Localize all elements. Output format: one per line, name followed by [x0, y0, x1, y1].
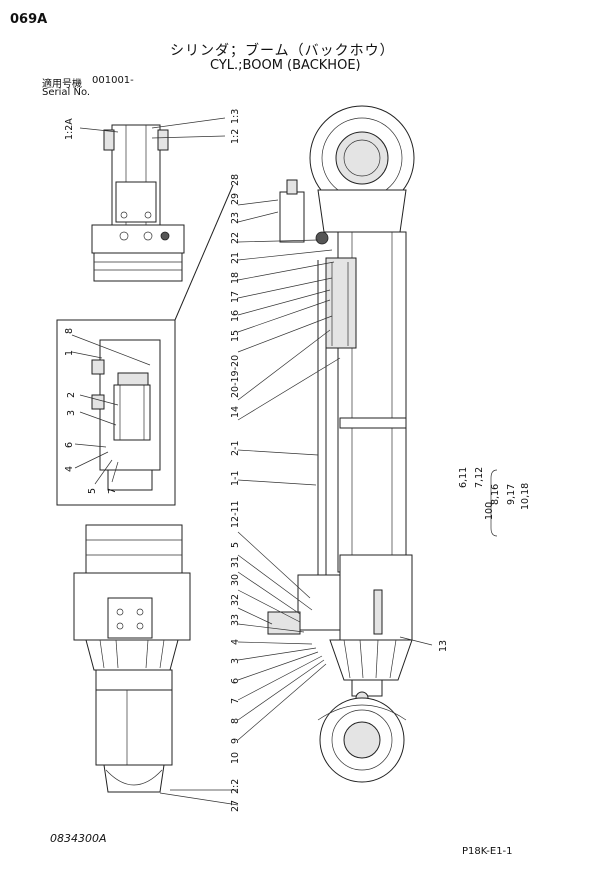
detail-callout-5: 5: [87, 488, 98, 494]
sheet-id: 069A: [10, 12, 48, 27]
callout-1-1: 1-1: [230, 470, 241, 486]
callout-17: 17: [230, 291, 241, 303]
callout-3-lower: 3: [230, 658, 241, 664]
callout-20-19-20: 20-19-20: [230, 355, 241, 398]
callout-30: 30: [230, 574, 241, 586]
group-item-7-12: 7,12: [474, 467, 485, 488]
callout-1-2a: 1:2A: [64, 118, 75, 140]
leader-lines: [71, 117, 498, 806]
callout-22: 22: [230, 232, 241, 244]
callout-31: 31: [230, 556, 241, 568]
callout-1-3: 1:3: [230, 109, 241, 124]
callout-27: 27: [230, 800, 241, 812]
callout-33: 33: [230, 614, 241, 626]
page-code: P18K-E1-1: [462, 846, 513, 857]
callout-29: 29: [230, 193, 241, 205]
detail-callout-2: 2: [66, 392, 77, 398]
title-japanese: シリンダ；ブーム（バックホウ）: [170, 43, 395, 59]
callout-16: 16: [230, 310, 241, 322]
callout-2-2: 2:2: [230, 779, 241, 794]
group-callout-100: 100: [484, 502, 495, 520]
callout-7-lower: 7: [230, 698, 241, 704]
callout-21: 21: [230, 252, 241, 264]
document-number: 0834300A: [50, 832, 107, 845]
callout-23: 23: [230, 212, 241, 224]
callout-9-lower: 9: [230, 738, 241, 744]
callout-15: 15: [230, 330, 241, 342]
title-english: CYL.;BOOM (BACKHOE): [210, 58, 361, 73]
group-item-8-16: 8,16: [490, 484, 501, 505]
callout-8-lower: 8: [230, 718, 241, 724]
callout-14: 14: [230, 406, 241, 418]
callout-5-lower: 5: [230, 542, 241, 548]
callout-4-lower: 4: [230, 639, 241, 645]
detail-callout-4: 4: [64, 466, 75, 472]
detail-callout-3: 3: [66, 410, 77, 416]
top-view-rod-end: [91, 124, 185, 282]
bottom-view-head-end: [73, 524, 191, 793]
group-item-9-17: 9,17: [506, 484, 517, 505]
detail-callout-1: 1: [64, 350, 75, 356]
callout-10-lower: 10: [230, 752, 241, 764]
group-item-6-11: 6,11: [458, 467, 469, 488]
detail-callout-6: 6: [64, 442, 75, 448]
serial-label-en: Serial No.: [42, 87, 91, 98]
detail-callout-7: 7: [107, 488, 118, 494]
callout-32: 32: [230, 594, 241, 606]
callout-6-lower: 6: [230, 678, 241, 684]
callout-2-1: 2-1: [230, 440, 241, 456]
detail-callout-8: 8: [64, 328, 75, 334]
serial-label-jp: 適用号機: [42, 79, 82, 90]
callout-1-2: 1:2: [230, 129, 241, 144]
callout-12-11: 12-11: [230, 500, 241, 528]
serial-value: 001001-: [92, 75, 134, 86]
group-item-10-18: 10,18: [520, 483, 531, 510]
callout-13: 13: [438, 640, 449, 652]
detail-view: [56, 184, 234, 506]
callout-18: 18: [230, 272, 241, 284]
callout-28: 28: [230, 174, 241, 186]
main-cylinder: [267, 105, 415, 783]
callout-labels: 1:2A 1:3 1:2 28 29 23 22 21 18 17 16 15 …: [64, 109, 531, 812]
